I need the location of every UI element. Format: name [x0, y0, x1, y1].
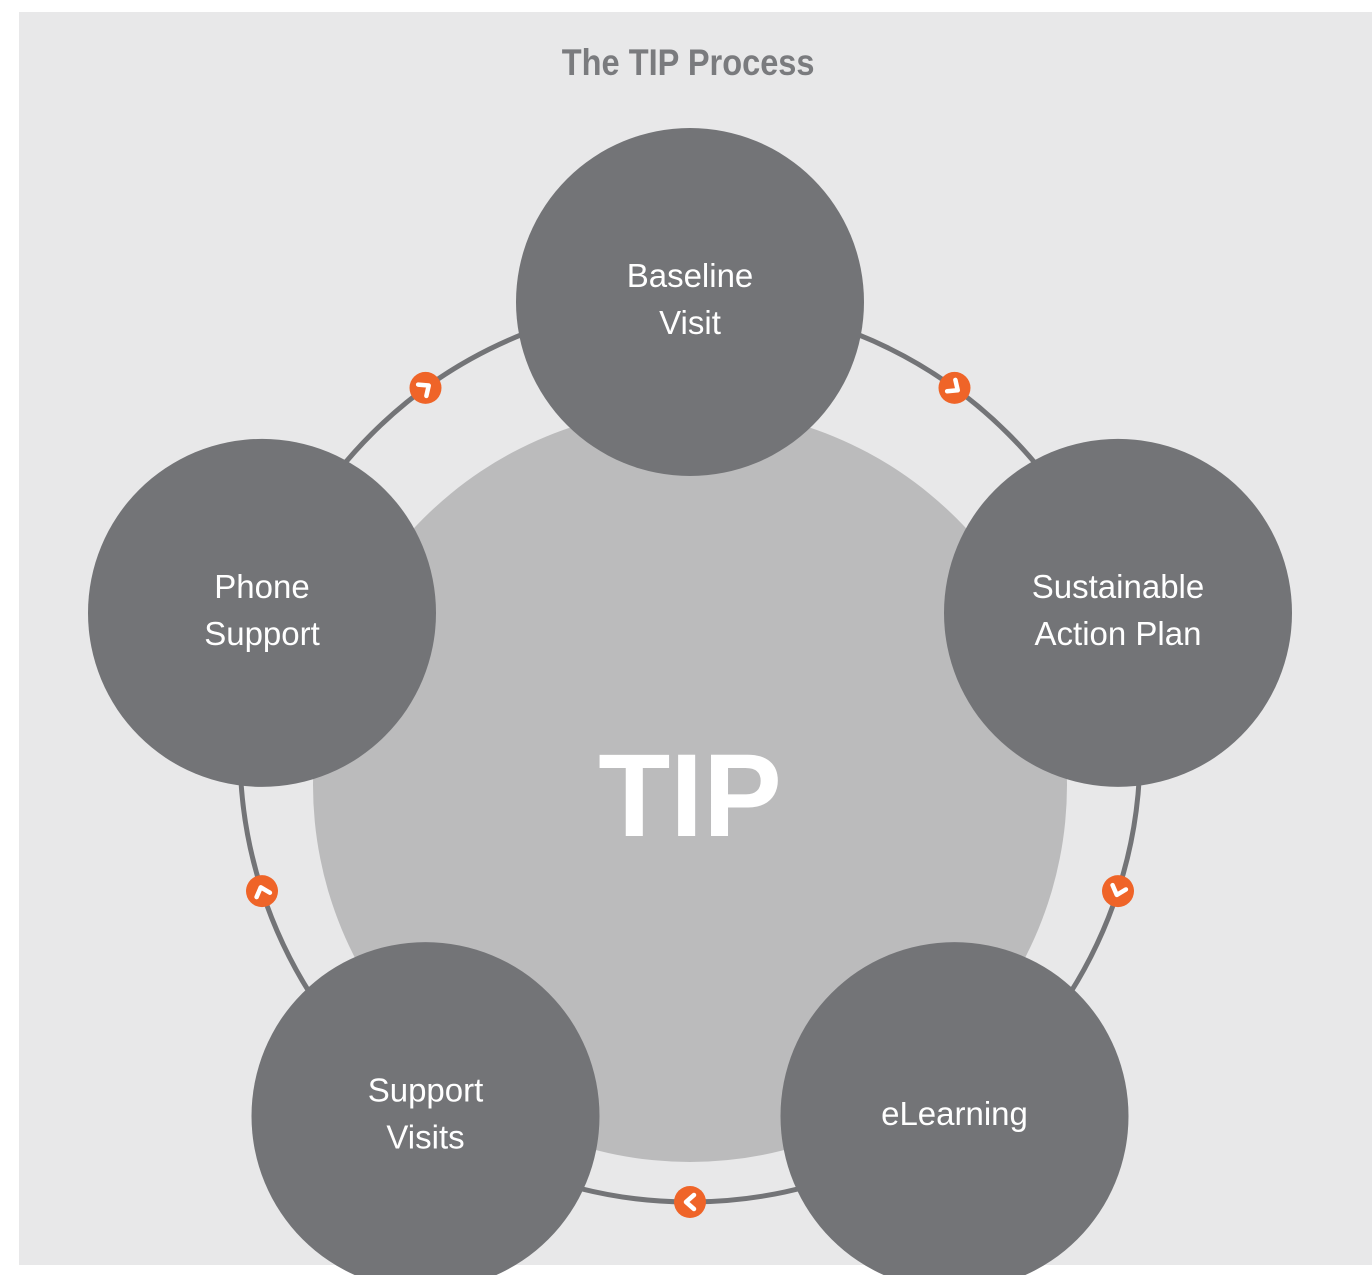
step-label: Phone — [214, 568, 309, 605]
step-label: Action Plan — [1035, 615, 1202, 652]
step-circle — [944, 438, 1292, 787]
step-circle — [88, 438, 436, 787]
diagram-title: The TIP Process — [561, 42, 815, 83]
flow-arrow-badge — [1102, 875, 1134, 908]
step-label: Visits — [386, 1118, 464, 1155]
flow-arrow-badge — [674, 1186, 706, 1218]
cycle-arrows — [246, 371, 1134, 1218]
step-elearning: eLearning — [780, 942, 1129, 1275]
step-circle — [780, 942, 1129, 1275]
step-label: Baseline — [627, 257, 754, 294]
chevron-icon — [683, 1192, 697, 1212]
chevron-icon — [415, 382, 431, 399]
chevron-icon — [1110, 882, 1129, 898]
step-label: Sustainable — [1032, 568, 1204, 605]
flow-arrow — [1102, 875, 1134, 908]
flow-arrow — [246, 875, 278, 908]
step-circle — [251, 942, 600, 1275]
flow-arrow — [409, 371, 442, 404]
chevron-icon — [254, 885, 273, 900]
center-label: TIP — [598, 730, 782, 862]
flow-arrow-badge — [938, 371, 971, 404]
step-label: Support — [204, 615, 320, 652]
step-circle — [516, 128, 864, 476]
flow-arrow-badge — [409, 371, 442, 404]
flow-arrow-badge — [246, 875, 278, 908]
step-label: Visit — [659, 304, 721, 341]
step-label: eLearning — [881, 1095, 1028, 1132]
step-label: Support — [368, 1071, 484, 1108]
flow-arrow — [674, 1186, 706, 1218]
flow-arrow — [938, 371, 971, 404]
chevron-icon — [944, 377, 960, 394]
